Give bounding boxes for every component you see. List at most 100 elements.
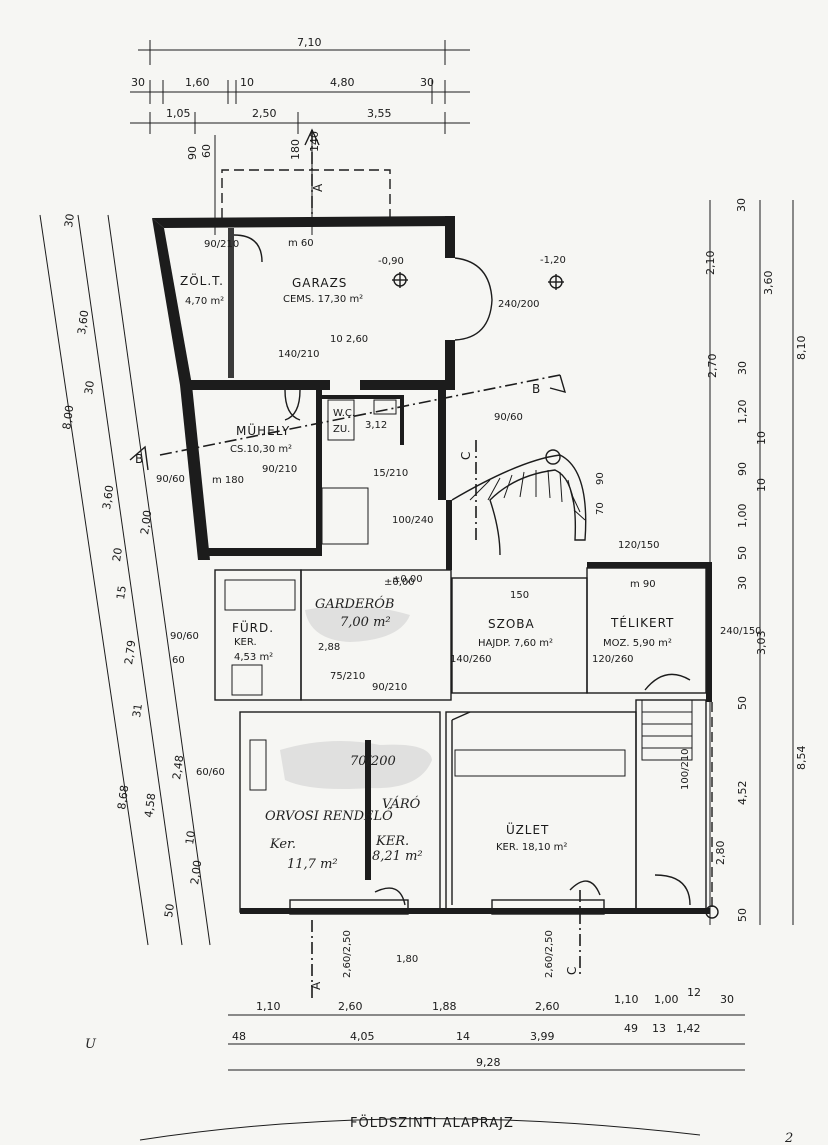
dim-left-1: 3,60 — [75, 309, 91, 335]
dim-right-1: 2,10 — [704, 251, 717, 276]
level-garazs: -0,90 — [378, 256, 404, 267]
garage-door-swing — [454, 257, 493, 341]
roof-overhang-outline — [221, 169, 391, 218]
dim-right-lower-total: 8,54 — [795, 746, 808, 771]
dim-right-2: 3,60 — [762, 271, 775, 296]
room-szoba-name: SZOBA — [488, 617, 535, 631]
section-a-top-label: A — [311, 183, 325, 192]
opening-szoba2: 120/260 — [592, 654, 634, 665]
dim-top-r3-0: 1,05 — [166, 107, 191, 120]
dim-bottom-r2-1: 4,05 — [350, 1030, 375, 1043]
dim-top-total: 7,10 — [297, 36, 322, 49]
room-orvosi-area2: 11,7 m² — [287, 857, 338, 872]
room-muhely-name: MÜHELY — [236, 422, 290, 438]
opening-bath-window: 90/60 — [170, 631, 199, 642]
dim-right-7: 90 — [736, 462, 749, 476]
opening-telikert-small: 120/150 — [618, 540, 660, 551]
dim-right-16: 50 — [736, 908, 749, 922]
opening-bath-s: 60 — [172, 655, 185, 666]
opening-wc: 90/60 — [494, 412, 523, 423]
dim-bottom-r1-2: 1,88 — [432, 1000, 457, 1013]
page-number-handwritten: 2 — [784, 1131, 793, 1145]
room-telikert-area: MOZ. 5,90 m² — [603, 638, 672, 649]
garage-drain-symbol — [392, 272, 408, 288]
section-c-bottom-label: C — [565, 966, 579, 975]
dim-left-lower-total: 8,68 — [115, 784, 131, 810]
dim-bottom-r2-5: 13 — [652, 1022, 666, 1035]
corner-handwritten-mark: U — [85, 1037, 97, 1052]
dim-top-r2-2: 10 — [240, 76, 254, 89]
room-zolt-name: ZÖL.T. — [180, 272, 224, 288]
dim-bottom-r2-2: 14 — [456, 1030, 470, 1043]
left-dimensions: 8,00 8,68 30 3,60 30 3,60 2,00 20 15 2,7… — [39, 213, 211, 946]
dim-left-6: 15 — [114, 585, 129, 601]
dim-left-10: 4,58 — [142, 792, 158, 818]
opening-garage-left: 140/210 — [278, 349, 320, 360]
dim-bottom-r1-1: 2,60 — [338, 1000, 363, 1013]
dim-right-0: 30 — [735, 198, 748, 212]
level-outside: -1,20 — [540, 255, 566, 266]
room-garderob-name: GARDERÓB — [315, 595, 394, 612]
correction-smudge-2 — [305, 606, 410, 642]
dim-left-4: 2,00 — [138, 509, 154, 535]
dim-left-9: 2,48 — [170, 754, 186, 780]
room-furdo-area1: KER. — [234, 637, 257, 648]
dim-left-8: 31 — [130, 703, 145, 719]
uzlet-door-swing — [569, 880, 601, 896]
opening-zolt: 90/210 — [204, 239, 239, 250]
dim-top-r2-0: 30 — [131, 76, 145, 89]
room-garazs-name: GARAZS — [292, 276, 347, 290]
room-varo-area1: KER. — [375, 834, 409, 849]
dim-bottom-r2-0: 48 — [232, 1030, 246, 1043]
correction-smudge — [280, 741, 432, 789]
room-varo-name: VÁRÓ — [382, 795, 421, 812]
dim-bottom-r1-7: 30 — [720, 993, 734, 1006]
dim-bottom-total: 9,28 — [476, 1056, 501, 1069]
uzlet-inner — [451, 711, 471, 905]
opening-gard-ext: 2,88 — [318, 642, 340, 653]
handwritten-underline — [139, 1118, 701, 1141]
bathtub-fixture — [224, 579, 296, 611]
dim-right-5: 1,20 — [736, 400, 749, 425]
dim-left-3: 3,60 — [100, 484, 116, 510]
level-ground: ±0,00 — [384, 577, 415, 588]
dim-left-upper-total: 8,00 — [60, 404, 76, 430]
opening-uzlet-door: 100/210 — [680, 748, 691, 790]
opening-szoba: 140/260 — [450, 654, 492, 665]
section-a-top: A — [304, 128, 325, 215]
walls — [152, 216, 712, 914]
room-telikert-name: TÉLIKERT — [610, 615, 674, 630]
room-furdo-area2: 4,53 m² — [234, 652, 273, 663]
dim-right-6: 10 — [755, 431, 768, 445]
opening-left-window: 90/60 — [156, 474, 185, 485]
opening-window-s: 1,80 — [396, 954, 418, 965]
opening-telikert: 240/150 — [720, 626, 762, 637]
dim-top-r2-3: 4,80 — [330, 76, 355, 89]
opening-garage-right: 240/200 — [498, 299, 540, 310]
dim-right-11: 30 — [736, 576, 749, 590]
opening-m180: m 180 — [212, 475, 244, 486]
room-wc-line1: W.C. — [333, 408, 355, 419]
dim-right-14: 4,52 — [736, 781, 749, 806]
dim-right-3: 2,70 — [706, 354, 719, 379]
room-wc-line2: ZU. — [333, 424, 350, 435]
section-c-top-label: C — [459, 451, 473, 460]
dim-garage-inner: 10 2,60 — [330, 334, 368, 345]
column-marker — [705, 905, 719, 919]
opening-szoba-window: 150 — [510, 590, 529, 601]
dim-left-5: 20 — [110, 547, 125, 563]
opening-varo-door: 70/200 — [350, 754, 396, 769]
dim-top-r2-1: 1,60 — [185, 76, 210, 89]
ground-mark: ±0,00 — [392, 574, 423, 585]
dim-right-8: 10 — [755, 478, 768, 492]
orvosi-sink — [249, 739, 267, 791]
plan-title: FÖLDSZINTI ALAPRAJZ — [350, 1114, 514, 1131]
opening-door-s2: 2,60/2,50 — [544, 930, 555, 978]
room-furdo-name: FÜRD. — [232, 619, 274, 635]
opening-wc-side: 15/210 — [373, 468, 408, 479]
dim-left-0: 30 — [62, 213, 77, 229]
bottom-dimensions: 1,10 2,60 1,88 2,60 1,10 1,00 12 30 48 4… — [228, 986, 745, 1071]
opening-garage-top: m 60 — [288, 238, 314, 249]
room-szoba-area: HAJDP. 7,60 m² — [478, 638, 553, 649]
